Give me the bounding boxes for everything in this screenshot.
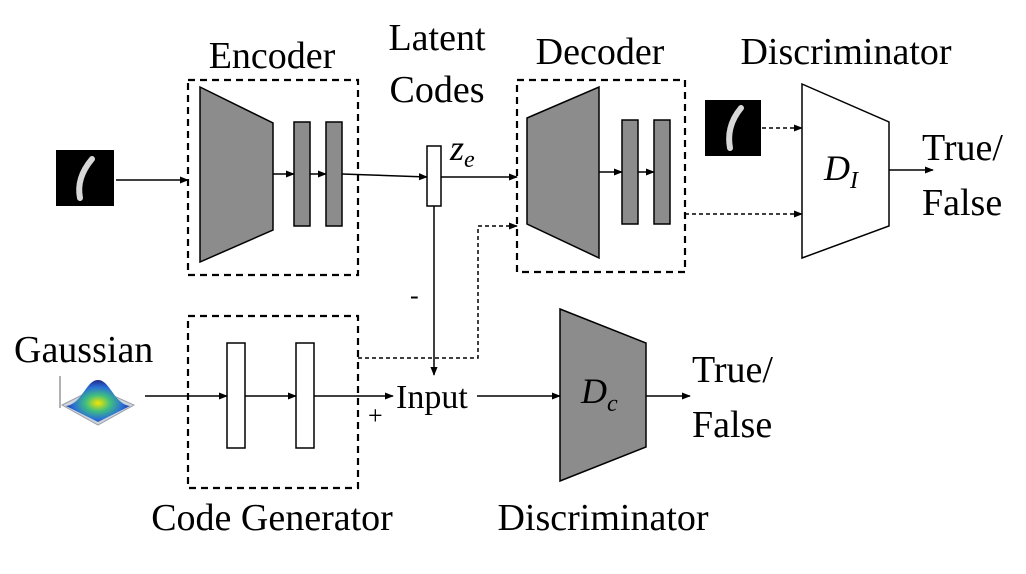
false-bottom-label: False [692,404,772,446]
z-e-subscript: e [464,147,475,173]
true-top-label: True/ [922,127,1003,169]
plus-sign: + [368,401,383,430]
encoder-layer-1 [293,121,311,227]
z-e-main: z [449,128,464,168]
encoder-label: Encoder [209,35,336,77]
d-c-symbol: Dc [580,371,618,417]
decoder-layer-2 [653,119,671,225]
gaussian-surface-icon [59,376,136,426]
code-generator-label: Code Generator [151,497,393,539]
decoder-trapezoid [526,85,600,260]
z-e-symbol: ze [449,128,475,173]
latent-codes-label-line2: Codes [390,69,485,111]
input-label: Input [396,379,468,416]
gaussian-label: Gaussian [14,329,153,371]
d-i-subscript: I [849,168,859,194]
d-c-subscript: c [607,391,618,417]
decoder-layer-1 [621,119,639,225]
discriminator-top-label: Discriminator [740,31,951,73]
d-i-main: D [823,148,850,188]
encoder-trapezoid [199,85,274,264]
arrow-generator-to-decoder [358,222,518,359]
encoder-box [186,78,360,277]
d-c-main: D [580,371,607,411]
input-digit-image [56,150,114,206]
code-generator-layer-1 [226,342,246,449]
code-discriminator [559,307,647,483]
decoder-label: Decoder [536,31,665,73]
arrow-encoder-to-latent [341,173,428,181]
code-generator-box [186,314,360,490]
code-generator-layer-2 [295,342,315,449]
real-digit-image [705,100,761,156]
false-top-label: False [922,182,1002,224]
minus-sign: - [410,281,419,310]
latent-code-vector [426,145,442,207]
discriminator-bottom-label: Discriminator [497,497,708,539]
latent-codes-label-line1: Latent [388,17,486,59]
true-bottom-label: True/ [692,349,773,391]
d-i-symbol: DI [823,148,859,194]
image-discriminator [801,82,890,260]
encoder-layer-2 [325,121,343,227]
